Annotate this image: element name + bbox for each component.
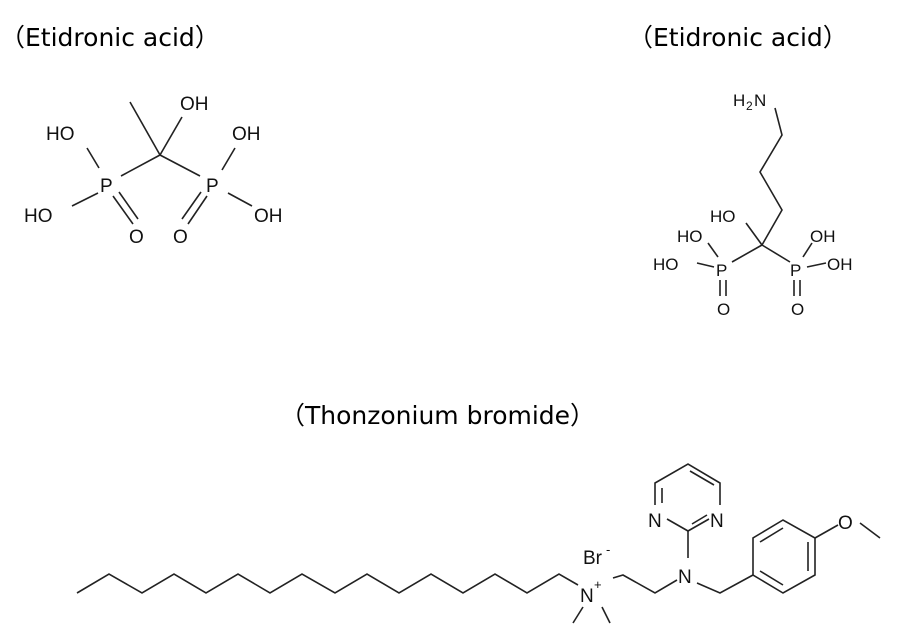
n-amine-label: N	[678, 567, 692, 588]
alendronate-structure: H 2 N HO HO HO P P OH OH O O	[653, 91, 853, 319]
p-label: P	[716, 261, 727, 280]
ho-label: HO	[46, 124, 75, 145]
n-plus-label: N	[580, 586, 594, 607]
ho-label: HO	[653, 255, 679, 274]
br-charge: -	[606, 542, 610, 557]
o-label: O	[791, 300, 804, 319]
oh-label: OH	[827, 255, 853, 274]
title-etidronic-left: （Etidronic acid）	[0, 23, 220, 52]
n-charge: +	[594, 577, 602, 592]
subscript-2: 2	[746, 99, 753, 113]
h-label: H	[733, 91, 745, 110]
n-label: N	[754, 91, 766, 110]
o-label: O	[129, 227, 144, 248]
n-ring-label: N	[710, 511, 724, 532]
oh-label: OH	[810, 227, 836, 246]
p-label: P	[206, 176, 219, 197]
o-label: O	[173, 227, 188, 248]
o-methoxy-label: O	[838, 513, 853, 534]
title-etidronic-right: （Etidronic acid）	[628, 23, 848, 52]
oh-label: OH	[232, 124, 261, 145]
alkyl-chain	[76, 573, 579, 594]
p-label: P	[790, 261, 801, 280]
ho-label: HO	[710, 207, 736, 226]
ho-label: HO	[24, 206, 53, 227]
o-label: O	[717, 300, 730, 319]
oh-label: OH	[254, 206, 283, 227]
ho-label: HO	[677, 227, 703, 246]
oh-label: OH	[180, 94, 209, 115]
n-ring-label: N	[648, 511, 662, 532]
title-thonzonium: （Thonzonium bromide）	[280, 401, 596, 430]
p-label: P	[100, 176, 113, 197]
br-label: Br	[583, 548, 603, 569]
etidronic-structure: OH HO HO P P O O OH OH	[24, 94, 283, 248]
thonzonium-structure: Br - N + N N N O	[76, 463, 881, 624]
